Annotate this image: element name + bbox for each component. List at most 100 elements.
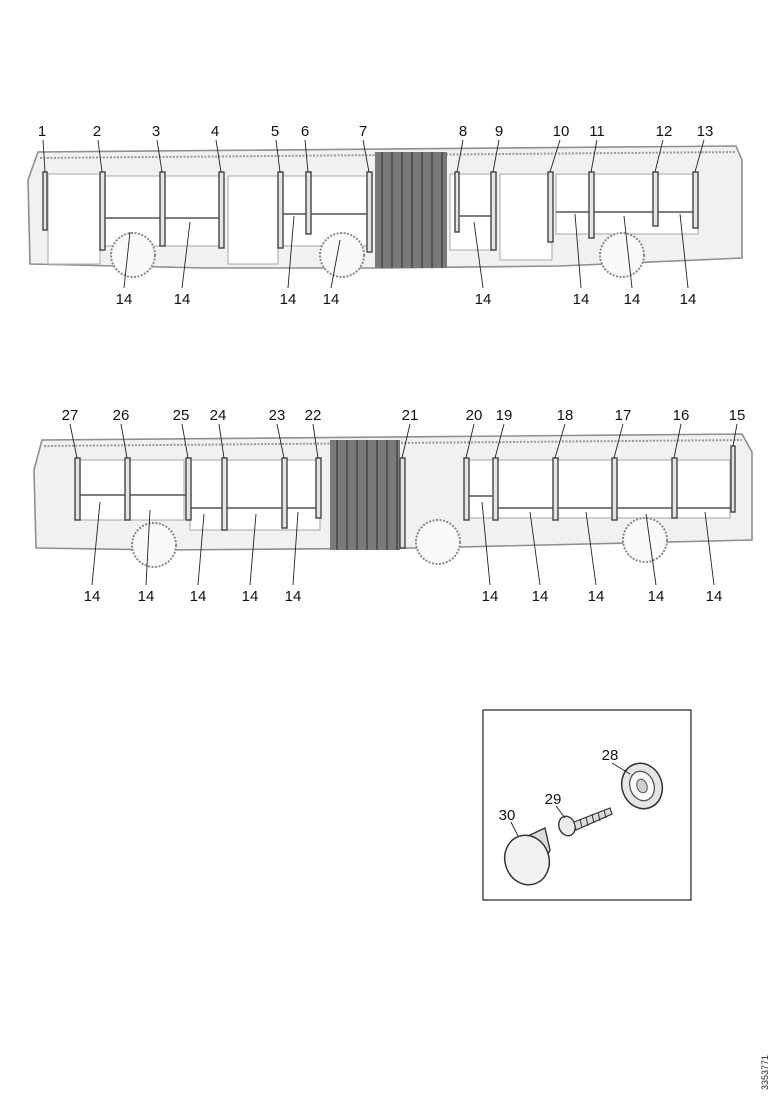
label-7: 7 [359, 123, 367, 140]
top-post-2 [99, 171, 106, 251]
top-post-3 [159, 171, 166, 247]
label-18: 18 [557, 407, 574, 424]
bottom-bus-roof-line [43, 439, 743, 447]
label-19: 19 [496, 407, 513, 424]
label-5: 5 [271, 123, 279, 140]
top-labels-above: 1 2 3 4 5 6 7 8 9 10 11 12 13 [38, 123, 714, 140]
top-post-8 [454, 171, 460, 233]
label-8: 8 [459, 123, 467, 140]
bottom-labels-below: 14 14 14 14 14 14 14 14 14 14 [84, 588, 723, 605]
label-14-k: 14 [190, 588, 207, 605]
bottom-window-3 [467, 459, 731, 519]
label-13: 13 [697, 123, 714, 140]
top-post-11 [588, 171, 595, 239]
label-14-o: 14 [532, 588, 549, 605]
label-24: 24 [210, 407, 227, 424]
label-21: 21 [402, 407, 419, 424]
top-post-12 [652, 171, 659, 227]
label-3: 3 [152, 123, 160, 140]
top-post-10 [547, 171, 554, 243]
label-14-f: 14 [573, 291, 590, 308]
top-window-4 [281, 175, 371, 247]
top-post-5 [277, 171, 284, 249]
top-window-6 [499, 173, 553, 261]
bottom-post-20 [463, 457, 470, 521]
inset-leaders [510, 762, 631, 837]
bottom-window-1 [79, 459, 185, 521]
top-window-3 [227, 175, 279, 265]
label-14-g: 14 [624, 291, 641, 308]
top-wheel-middle [319, 232, 365, 278]
label-23: 23 [269, 407, 286, 424]
label-10: 10 [553, 123, 570, 140]
top-post-1 [42, 171, 48, 231]
label-14-m: 14 [285, 588, 302, 605]
bottom-post-23 [281, 457, 288, 529]
top-wheel-rear [599, 232, 645, 278]
bottom-wheel-front [131, 522, 177, 568]
bottom-window-2 [189, 459, 321, 531]
inset-detail: 28 29 30 [482, 709, 692, 901]
label-14-q: 14 [648, 588, 665, 605]
bottom-leaders-above [69, 423, 738, 459]
label-20: 20 [466, 407, 483, 424]
bottom-post-25 [185, 457, 192, 521]
label-14-r: 14 [706, 588, 723, 605]
bottom-post-24 [221, 457, 228, 531]
bottom-leaders-below [91, 501, 715, 586]
label-14-n: 14 [482, 588, 499, 605]
top-post-7 [366, 171, 373, 253]
bottom-post-26 [124, 457, 131, 521]
label-1: 1 [38, 123, 46, 140]
inset-frame [482, 709, 692, 901]
bottom-labels-above: 27 26 25 24 23 22 21 20 19 18 17 16 15 [62, 407, 746, 424]
label-22: 22 [305, 407, 322, 424]
label-6: 6 [301, 123, 309, 140]
label-14-j: 14 [138, 588, 155, 605]
cap [503, 826, 551, 886]
label-16: 16 [673, 407, 690, 424]
top-articulation-bellows [375, 152, 447, 268]
bottom-post-19 [492, 457, 499, 521]
label-14-e: 14 [475, 291, 492, 308]
bottom-post-15 [730, 445, 736, 513]
label-2: 2 [93, 123, 101, 140]
label-14-d: 14 [323, 291, 340, 308]
top-bus: 1 2 3 4 5 6 7 8 9 10 11 12 13 14 14 14 1… [27, 123, 743, 308]
top-leaders-above [42, 139, 705, 173]
label-26: 26 [113, 407, 130, 424]
label-28: 28 [602, 747, 619, 764]
bottom-post-17 [611, 457, 618, 521]
bottom-wheel-middle [415, 519, 461, 565]
label-29: 29 [545, 791, 562, 808]
label-14-h: 14 [680, 291, 697, 308]
label-14-i: 14 [84, 588, 101, 605]
label-25: 25 [173, 407, 190, 424]
bottom-post-21 [399, 457, 406, 549]
bottom-wheel-rear [622, 517, 668, 563]
screw [558, 807, 613, 837]
label-14-p: 14 [588, 588, 605, 605]
label-9: 9 [495, 123, 503, 140]
bottom-post-18 [552, 457, 559, 521]
label-17: 17 [615, 407, 632, 424]
top-window-1 [47, 173, 101, 265]
top-wheel-front [110, 232, 156, 278]
top-post-6 [305, 171, 312, 235]
label-11: 11 [589, 123, 605, 140]
bottom-post-16 [671, 457, 678, 519]
label-15: 15 [729, 407, 746, 424]
label-27: 27 [62, 407, 79, 424]
label-14-l: 14 [242, 588, 259, 605]
label-14-a: 14 [116, 291, 133, 308]
label-4: 4 [211, 123, 219, 140]
bottom-bus: 27 26 25 24 23 22 21 20 19 18 17 16 15 1… [33, 407, 753, 605]
top-post-13 [692, 171, 699, 229]
drawing-reference-number: 3353771 [760, 1055, 770, 1090]
label-14-b: 14 [174, 291, 191, 308]
top-window-7 [555, 173, 699, 235]
grommet-ring [620, 762, 664, 810]
top-post-9 [490, 171, 497, 251]
bottom-post-27 [74, 457, 81, 521]
top-leaders-below [123, 213, 689, 289]
